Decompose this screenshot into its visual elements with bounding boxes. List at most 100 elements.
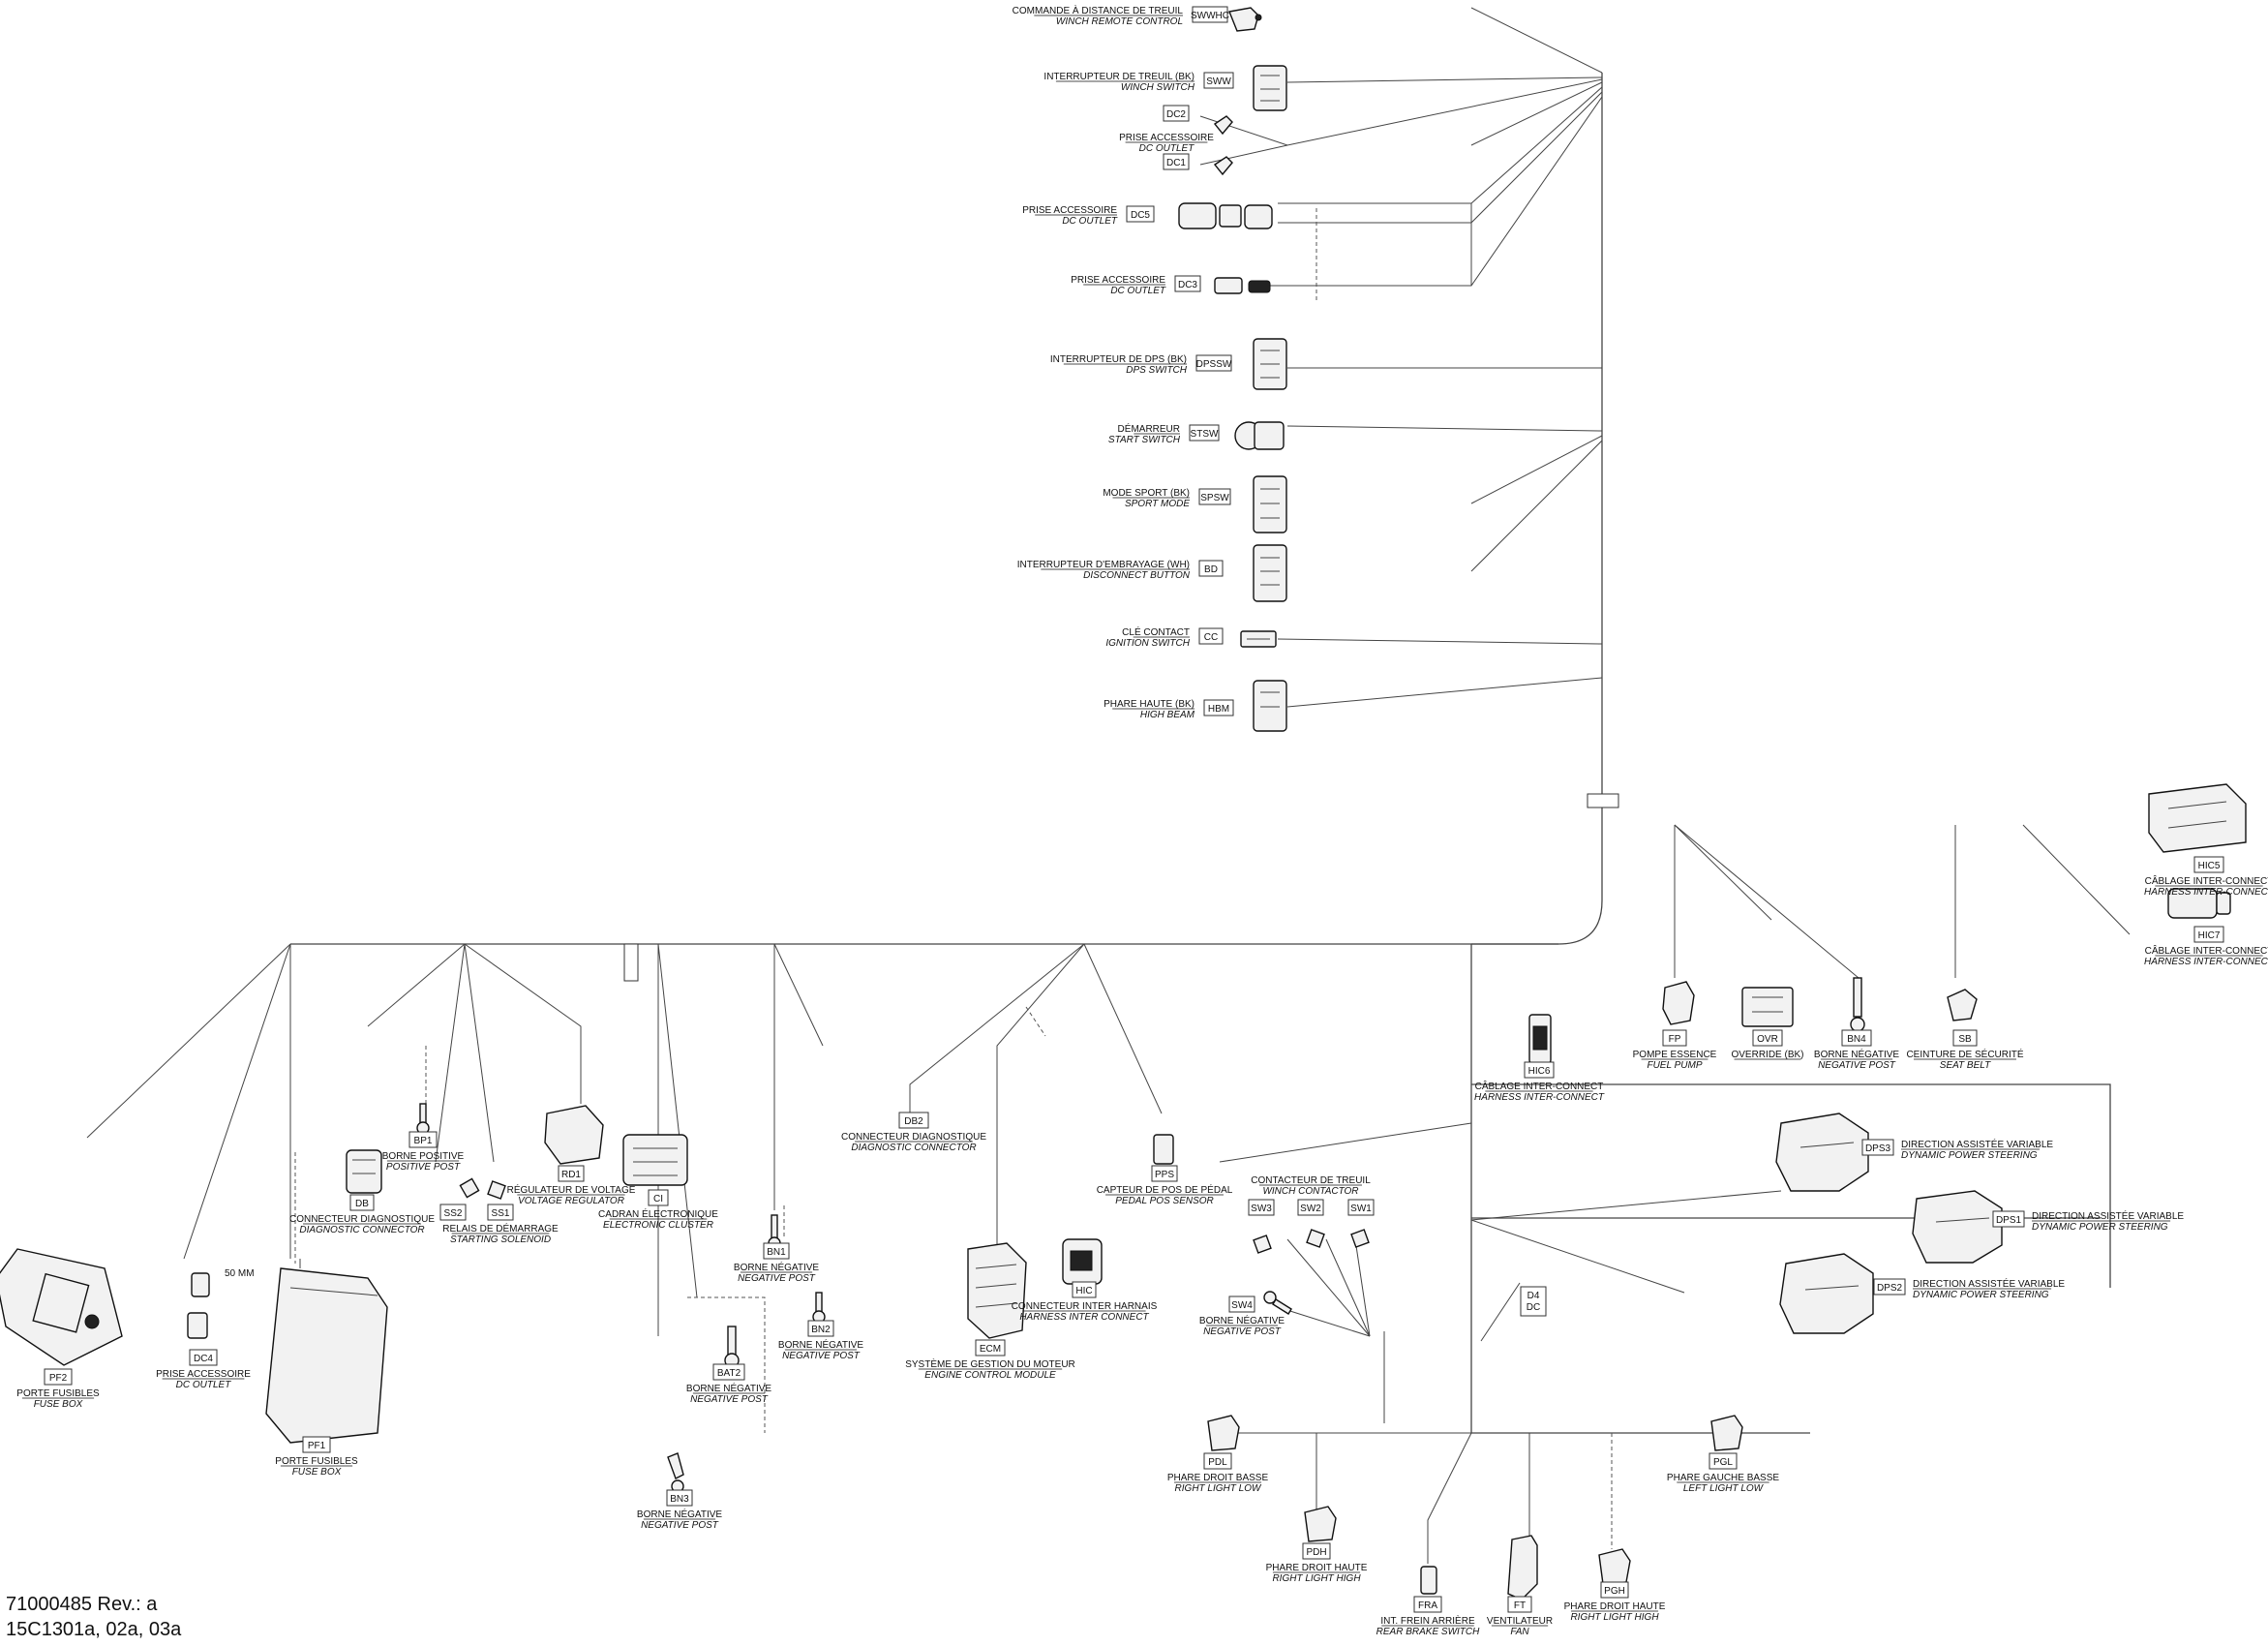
dc3-inline-connector-icon (1214, 277, 1271, 294)
pdh-label-en: RIGHT LIGHT HIGH (1272, 1573, 1361, 1584)
pf2-fuse-box-icon (0, 1248, 123, 1366)
db2-code: DB2 (904, 1116, 923, 1127)
pf1-code: PF1 (308, 1441, 326, 1451)
dps3-code: DPS3 (1865, 1143, 1891, 1154)
bn3-code: BN3 (670, 1494, 689, 1505)
bat2-label-en: NEGATIVE POST (690, 1394, 769, 1405)
hbm-switch-connector-icon (1253, 680, 1287, 732)
fra-code: FRA (1418, 1600, 1437, 1611)
hic7-code: HIC7 (2198, 930, 2221, 941)
hic6-label-fr: CÂBLAGE INTER-CONNECT (1475, 1080, 1604, 1092)
pf2-label-en: FUSE BOX (34, 1399, 83, 1410)
ovr-code: OVR (1757, 1034, 1778, 1045)
bn3-label-fr: BORNE NÉGATIVE (637, 1508, 722, 1520)
dps2-label-fr: DIRECTION ASSISTÉE VARIABLE (1913, 1277, 2065, 1290)
sw4-label-fr: BORNE NÉGATIVE (1199, 1314, 1285, 1326)
dc5-label-en: DC OUTLET (1062, 216, 1118, 227)
sw4-ring-terminal-icon (1263, 1291, 1292, 1315)
stsw-label-fr: DÉMARREUR (1118, 422, 1180, 435)
dc4-label-en: DC OUTLET (176, 1380, 232, 1390)
wc-label-fr: CONTACTEUR DE TREUIL (1251, 1175, 1371, 1186)
dps1-label-fr: DIRECTION ASSISTÉE VARIABLE (2032, 1209, 2184, 1222)
bn2-code: BN2 (811, 1325, 831, 1335)
dc_label-label-en: DC OUTLET (1139, 143, 1195, 154)
spsw-label-en: SPORT MODE (1125, 499, 1190, 509)
hic5-label-en: HARNESS INTER-CONNECT (2144, 887, 2268, 898)
db-diag-connector-icon (346, 1149, 382, 1194)
dc2-code: DC2 (1166, 109, 1186, 120)
bp1-label-en: POSITIVE POST (386, 1162, 461, 1173)
cc-ignition-connector-icon (1240, 630, 1277, 648)
dps2-code: DPS2 (1877, 1283, 1903, 1294)
dc5-label-fr: PRISE ACCESSOIRE (1022, 205, 1117, 216)
ecm-code: ECM (980, 1344, 1001, 1355)
rd1-code: RD1 (561, 1170, 581, 1180)
dpssw-code: DPSSW (1196, 359, 1232, 370)
hbm-label-en: HIGH BEAM (1140, 710, 1195, 720)
stsw-round-connector-icon (1234, 421, 1285, 450)
sw1-label-group: SW1 (1347, 1199, 1375, 1216)
ecm-label-fr: SYSTÈME DE GESTION DU MOTEUR (905, 1357, 1075, 1370)
pgh-light-connector-icon (1598, 1548, 1631, 1585)
pdh-code: PDH (1306, 1547, 1326, 1558)
dc1-dc-plug-icon (1213, 156, 1233, 176)
bat2-battery-terminal-icon (724, 1326, 740, 1368)
dc4-dc-plug-icon (187, 1272, 210, 1339)
ss1-code: SS1 (492, 1208, 510, 1219)
sw1-contactor-terminal-icon (1350, 1229, 1370, 1248)
bn4-label-en: NEGATIVE POST (1818, 1060, 1896, 1071)
ci-label-en: ELECTRONIC CLUSTER (603, 1220, 713, 1231)
ecm-label-en: ENGINE CONTROL MODULE (924, 1370, 1056, 1381)
hic6-code: HIC6 (1528, 1066, 1551, 1077)
sw2-label-group: SW2 (1297, 1199, 1324, 1216)
dc1-code: DC1 (1166, 158, 1186, 168)
ss1-solenoid-terminal-icon (487, 1180, 506, 1200)
dc3-code: DC3 (1178, 280, 1197, 290)
sw4-label-en: NEGATIVE POST (1203, 1326, 1282, 1337)
pf1-fuse-box-icon (265, 1259, 388, 1444)
sww-label-fr: INTERRUPTEUR DE TREUIL (BK) (1043, 72, 1194, 82)
bd-switch-connector-icon (1253, 544, 1287, 602)
fra-brake-connector-icon (1420, 1566, 1437, 1595)
sw3-code: SW3 (1251, 1204, 1272, 1214)
pgh-code: PGH (1604, 1586, 1625, 1597)
bn4-code: BN4 (1847, 1034, 1866, 1045)
ss2-code: SS2 (444, 1208, 463, 1219)
stsw-code: STSW (1191, 429, 1219, 440)
ss1-label-en: STARTING SOLENOID (450, 1234, 551, 1245)
upper-branch-wires (1199, 7, 1619, 808)
ss2-solenoid-terminal-icon (459, 1177, 480, 1199)
ss1-label-fr: RELAIS DE DÉMARRAGE (442, 1222, 559, 1234)
ft-label-fr: VENTILATEUR (1487, 1616, 1553, 1627)
bp1-ring-terminal-icon (416, 1103, 430, 1135)
length-note: 50 MM (225, 1268, 255, 1279)
pgl-label-fr: PHARE GAUCHE BASSE (1667, 1473, 1779, 1483)
bn3-label-en: NEGATIVE POST (641, 1520, 719, 1531)
pgl-label-en: LEFT LIGHT LOW (1683, 1483, 1765, 1494)
swhc-code: SWWHC (1191, 11, 1229, 21)
ft-code: FT (1514, 1600, 1526, 1611)
pps-sensor-connector-icon (1153, 1134, 1174, 1165)
